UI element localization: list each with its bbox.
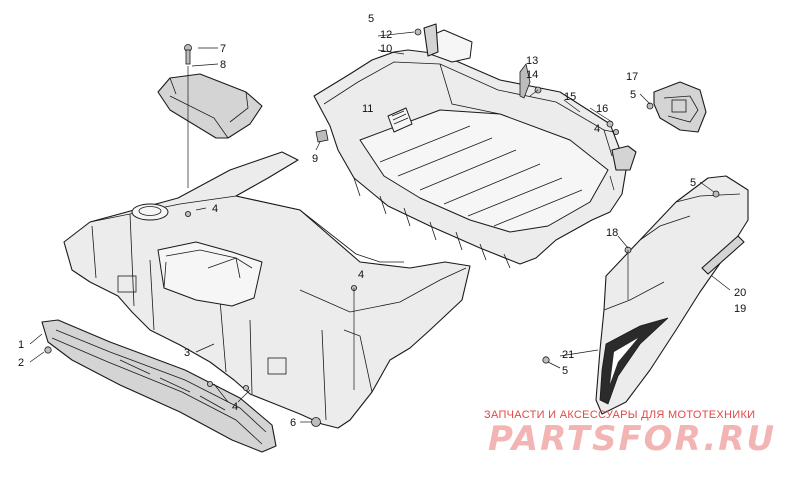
callout-15: 15 — [564, 91, 576, 103]
storage-lid — [157, 73, 263, 139]
callouts: 1 2 3 4 4 4 4 5 5 5 5 6 7 8 9 10 11 12 1… — [18, 13, 746, 429]
callout-4b: 4 — [358, 269, 364, 281]
callout-18: 18 — [606, 227, 618, 239]
warning-label — [387, 107, 413, 133]
callout-5c: 5 — [690, 177, 696, 189]
watermark-logo: PARTSFOR.RU — [488, 419, 776, 459]
callout-4d: 4 — [594, 123, 600, 135]
leader-lines — [29, 31, 731, 423]
callout-12: 12 — [380, 29, 392, 41]
rear-trim-strip — [41, 319, 277, 453]
callout-4c: 4 — [232, 401, 238, 413]
callout-20: 20 — [734, 287, 746, 299]
callout-5b: 5 — [630, 89, 636, 101]
callout-9: 9 — [312, 153, 318, 165]
callout-10: 10 — [380, 43, 392, 55]
callout-11: 11 — [362, 103, 373, 115]
callout-19: 19 — [734, 303, 746, 315]
side-panel — [595, 175, 749, 415]
callout-7: 7 — [220, 43, 226, 55]
callout-4a: 4 — [212, 203, 218, 215]
callout-17: 17 — [626, 71, 638, 83]
callout-2: 2 — [18, 357, 24, 369]
callout-6: 6 — [290, 417, 296, 429]
callout-21: 21 — [562, 349, 574, 361]
callout-14: 14 — [526, 69, 538, 81]
latch-assembly — [653, 81, 707, 133]
callout-1: 1 — [18, 339, 24, 351]
cargo-box — [313, 29, 637, 269]
rear-body-panel — [63, 151, 471, 429]
callout-8: 8 — [220, 59, 226, 71]
callout-5a: 5 — [368, 13, 374, 25]
callout-13: 13 — [526, 55, 538, 67]
hardware — [44, 23, 720, 427]
callout-16: 16 — [596, 103, 608, 115]
watermark: ЗАПЧАСТИ И АКСЕССУАРЫ ДЛЯ МОТОТЕХНИКИ PA… — [484, 409, 776, 459]
callout-5d: 5 — [562, 365, 568, 377]
callout-3: 3 — [184, 347, 190, 359]
watermark-caption: ЗАПЧАСТИ И АКСЕССУАРЫ ДЛЯ МОТОТЕХНИКИ — [484, 409, 755, 421]
